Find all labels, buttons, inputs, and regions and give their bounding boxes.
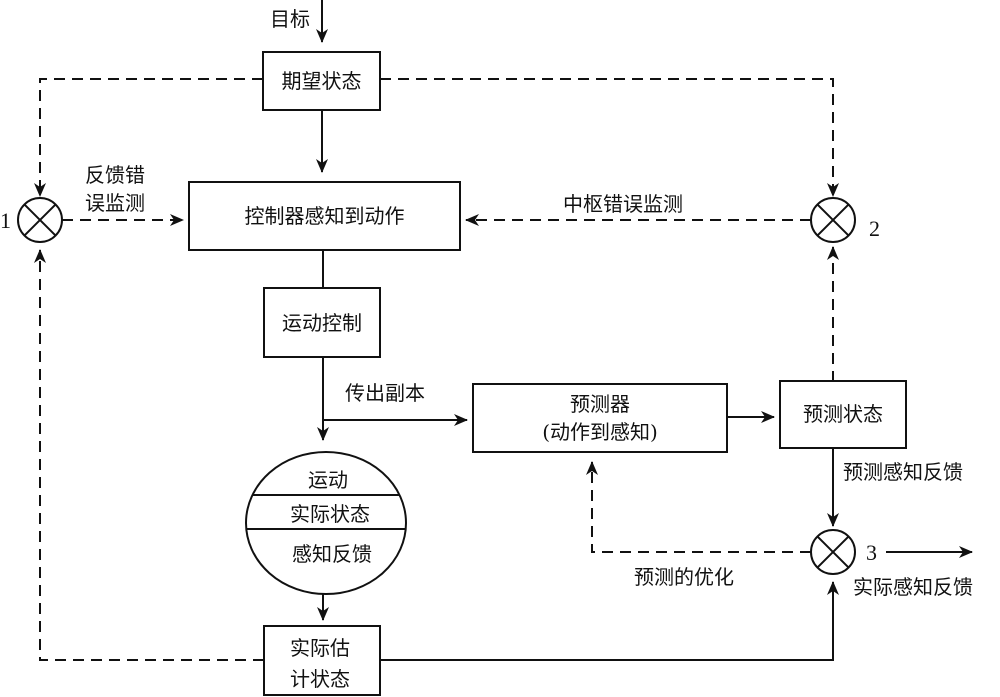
predictor-node: 预测器 (动作到感知) [472,383,728,453]
desired-state-label: 期望状态 [282,69,362,93]
central-error-label: 中枢错误监测 [563,192,683,216]
controller-label: 控制器感知到动作 [245,204,405,228]
plant-node: 运动 实际状态 感知反馈 [245,451,407,595]
actual-feedback-label: 实际感知反馈 [853,575,973,599]
plant-label-top: 运动 [308,468,348,492]
comparator-3-label: 3 [866,540,877,565]
predicted-state-node: 预测状态 [779,380,907,449]
predictor-label-line1: 预测器 [570,392,630,416]
plant-label-middle: 实际状态 [290,502,370,526]
motor-control-label: 运动控制 [282,311,362,335]
prediction-refinement-label: 预测的优化 [634,565,734,589]
estimated-state-label-line2: 计状态 [290,667,350,691]
motor-control-node: 运动控制 [263,287,381,358]
estimated-state-node: 实际估 计状态 [263,625,381,696]
comparator-2-label: 2 [869,216,880,241]
feedback-error-label-line1: 反馈错 [85,163,145,187]
edge-estimated-to-comparator-3 [380,581,839,661]
input-label: 目标 [270,7,310,31]
efference-copy-label: 传出副本 [345,381,425,405]
controller-node: 控制器感知到动作 [188,181,461,251]
predicted-state-label: 预测状态 [803,402,883,426]
edge-desired-to-comparator-2 [380,78,839,197]
feedback-error-label-line2: 误监测 [85,191,145,215]
edge-desired-to-comparator-1 [34,78,263,197]
estimated-state-label-line1: 实际估 [290,636,350,660]
edge-prediction-refinement [586,461,811,553]
predicted-feedback-label: 预测感知反馈 [843,460,963,484]
comparator-1-label: 1 [0,208,11,233]
comparator-2: 2 [810,197,880,243]
edge-estimated-to-comparator-1 [34,249,264,661]
desired-state-node: 期望状态 [262,51,381,111]
predictor-label-line2: (动作到感知) [542,420,658,444]
plant-label-bottom: 感知反馈 [292,542,372,566]
comparator-3: 3 [810,529,877,575]
comparator-1: 1 [0,197,63,243]
